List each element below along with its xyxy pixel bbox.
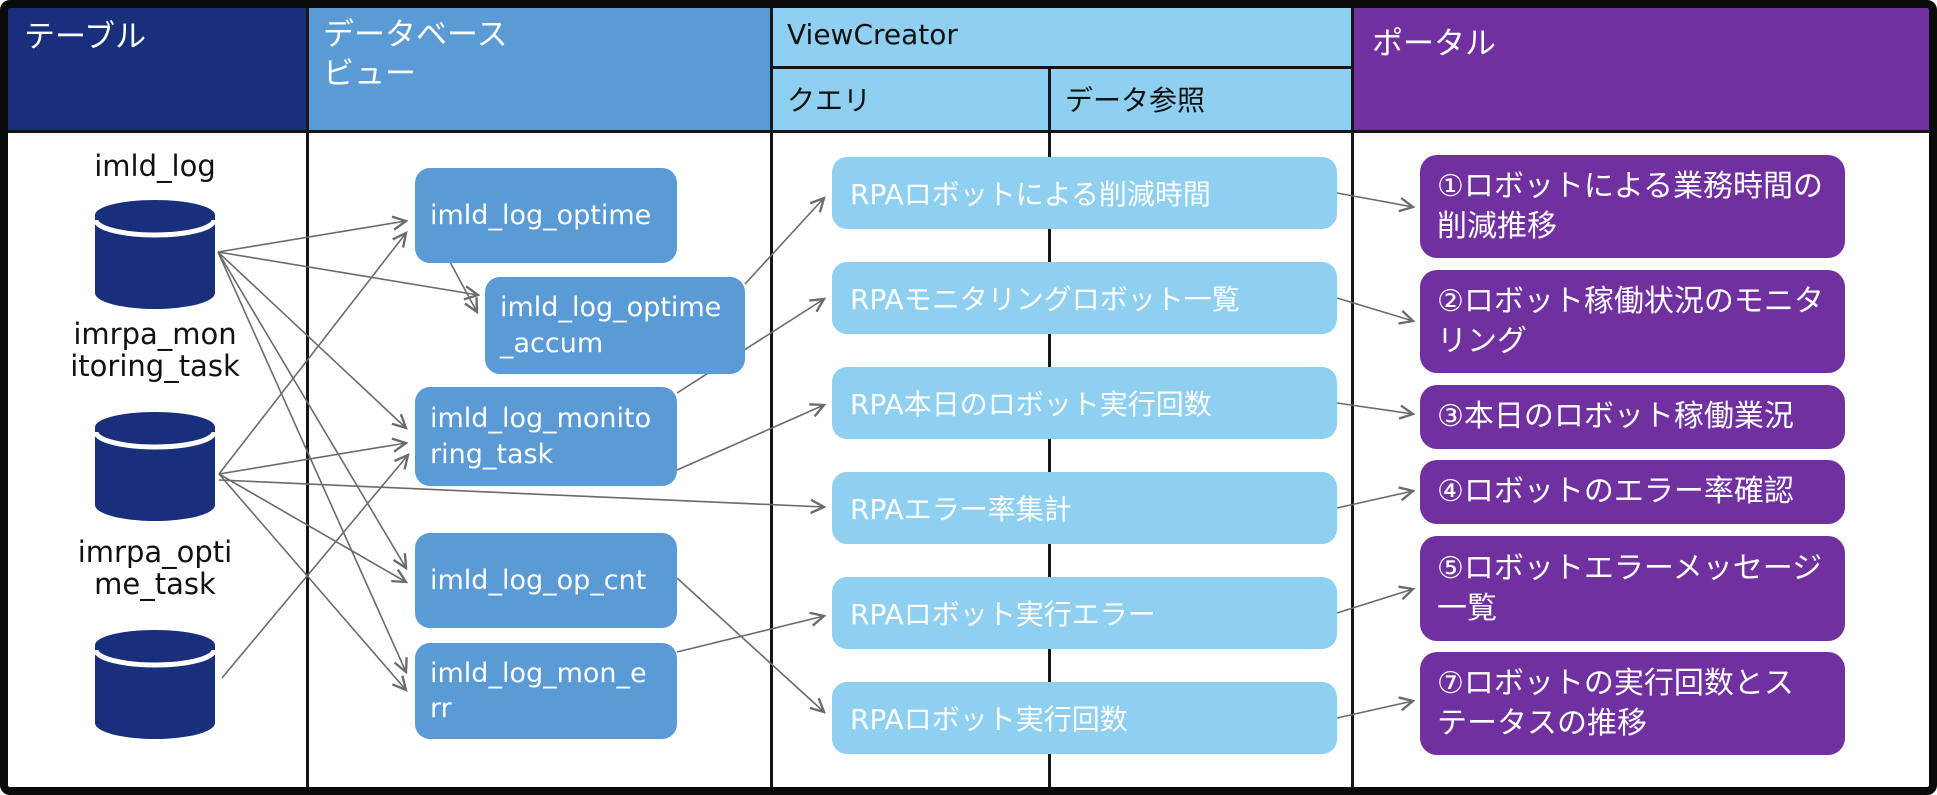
view-box-imld-log-optime-accum: imld_log_optime _accum xyxy=(485,277,745,374)
table-label-imrpa-optime-task: imrpa_opti me_task xyxy=(77,535,233,602)
connector-imrpa_monitoring_task-to-imld_log_monitoring_task xyxy=(218,443,406,475)
table-label-imrpa-monitoring-task: imrpa_mon itoring_task xyxy=(70,317,240,384)
connector-imld_log_mon_err-to-rpa_exec_error xyxy=(676,616,824,653)
query-box-rpa-monitoring-robot-list: RPAモニタリングロボット一覧 xyxy=(832,262,1337,334)
view-box-imld-log-optime: imld_log_optime xyxy=(415,168,677,263)
grid-hline-viewcreator xyxy=(770,66,1354,69)
connector-rpa_exec_error-to-portal_5 xyxy=(1336,589,1413,614)
connector-imld_log-to-imld_log_op_cnt xyxy=(217,251,406,568)
column-header-viewcreator: ViewCreator xyxy=(773,8,1351,66)
column-header-data-reference: データ参照 xyxy=(1051,69,1351,130)
query-box-rpa-reduction-time: RPAロボットによる削減時間 xyxy=(832,157,1337,229)
connector-rpa_monitoring_robot_list-to-portal_2 xyxy=(1336,297,1413,321)
database-cylinder-icon xyxy=(93,630,217,739)
connector-rpa_error_rate_agg-to-portal_4 xyxy=(1336,491,1413,509)
portal-box-4: ④ロボットのエラー率確認 xyxy=(1420,460,1845,524)
column-header-database-view: データベース ビュー xyxy=(309,8,770,130)
portal-box-1: ①ロボットによる業務時間の 削減推移 xyxy=(1420,155,1845,258)
view-box-imld-log-op-cnt: imld_log_op_cnt xyxy=(415,533,677,628)
query-box-rpa-error-rate-agg: RPAエラー率集計 xyxy=(832,472,1337,544)
table-label-imld-log: imld_log xyxy=(94,149,216,183)
query-box-rpa-exec-error: RPAロボット実行エラー xyxy=(832,577,1337,649)
connector-rpa_today_exec_count-to-portal_3 xyxy=(1336,402,1413,414)
grid-vline-1 xyxy=(306,8,309,787)
portal-box-2: ②ロボット稼働状況のモニタ リング xyxy=(1420,270,1845,373)
query-box-rpa-exec-count: RPAロボット実行回数 xyxy=(832,682,1337,754)
view-box-imld-log-mon-err: imld_log_mon_e rr xyxy=(415,643,677,739)
connector-imld_log_monitoring_task-to-rpa_today_exec_count xyxy=(676,405,824,471)
column-header-query: クエリ xyxy=(773,69,1048,130)
connector-rpa_reduction_time-to-portal_1 xyxy=(1336,192,1413,207)
query-box-rpa-today-exec-count: RPA本日のロボット実行回数 xyxy=(832,367,1337,439)
portal-box-3: ③本日のロボット稼働業況 xyxy=(1420,385,1845,449)
portal-box-7: ⑦ロボットの実行回数とス テータスの推移 xyxy=(1420,652,1845,755)
grid-hline-header xyxy=(8,130,1929,133)
connector-imld_log_optime-to-imld_log_optime_accum xyxy=(449,261,477,312)
column-header-portal: ポータル xyxy=(1354,8,1929,130)
grid-vline-2 xyxy=(770,8,773,787)
column-header-table: テーブル xyxy=(8,8,306,130)
view-box-imld-log-monitoring-task: imld_log_monito ring_task xyxy=(415,387,677,486)
database-cylinder-icon xyxy=(93,200,217,309)
connector-imld_log-to-imld_log_mon_err xyxy=(217,251,406,672)
connector-imld_log_optime_accum-to-rpa_reduction_time xyxy=(744,198,824,285)
database-cylinder-icon xyxy=(93,412,217,521)
connector-imld_log_op_cnt-to-rpa_exec_count xyxy=(676,577,824,712)
portal-box-5: ⑤ロボットエラーメッセージ 一覧 xyxy=(1420,536,1845,641)
connector-imld_log-to-imld_log_optime xyxy=(217,221,406,253)
grid-vline-4 xyxy=(1351,8,1354,787)
connector-rpa_exec_count-to-portal_7 xyxy=(1336,701,1413,719)
